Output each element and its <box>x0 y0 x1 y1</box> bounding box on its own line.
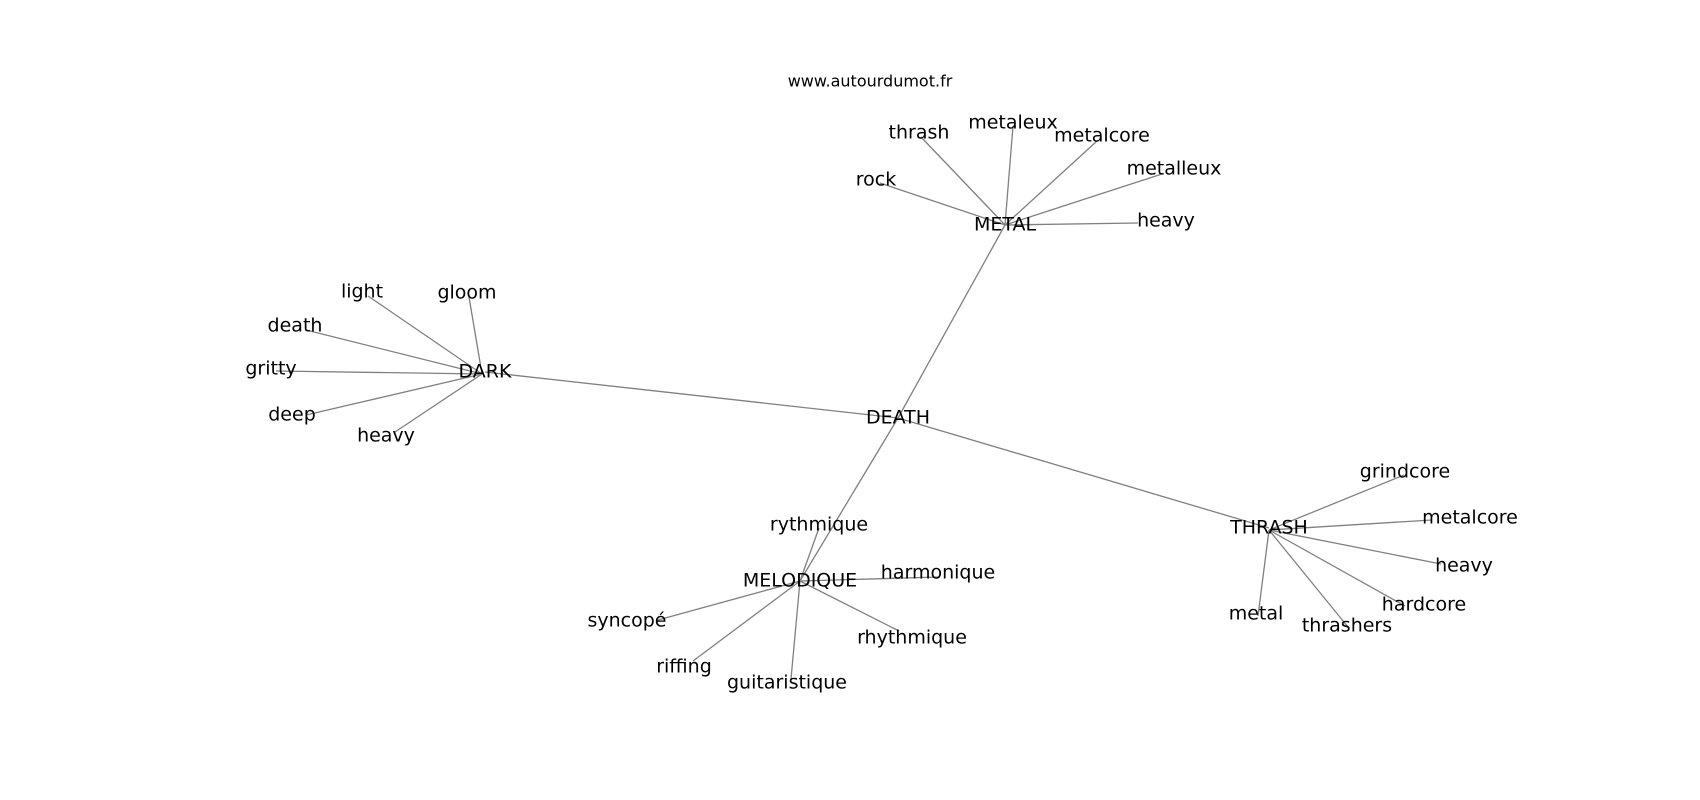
node-word: rhythmique <box>857 627 967 649</box>
node-word: riffing <box>656 656 712 678</box>
edge-hub-word <box>1268 474 1405 531</box>
node-word: deep <box>268 404 316 426</box>
edge-hub-word <box>1268 529 1349 628</box>
node-hub: METAL <box>974 214 1037 236</box>
node-word: metalleux <box>1127 158 1222 180</box>
edge-hub-word <box>1268 519 1433 531</box>
edge-hub-word <box>367 295 483 375</box>
node-word: light <box>341 281 383 303</box>
node-word: metalcore <box>1422 507 1518 529</box>
edge-hub-word <box>1004 140 1098 226</box>
edge-hub-word <box>799 580 900 632</box>
edge-center-hub <box>897 417 1270 529</box>
edge-center-hub <box>484 371 899 419</box>
node-hub: DARK <box>459 361 512 383</box>
node-word: heavy <box>1137 210 1195 232</box>
edge-center-hub <box>799 417 899 582</box>
node-word: thrashers <box>1302 615 1392 637</box>
edge-hub-word <box>275 370 483 375</box>
node-word: gloom <box>437 282 496 304</box>
node-word: guitaristique <box>727 672 847 694</box>
edge-hub-word <box>799 576 941 582</box>
node-word: metalcore <box>1054 125 1150 147</box>
edge-hub-word <box>394 373 483 433</box>
edge-hub-word <box>1257 529 1270 617</box>
node-word: grindcore <box>1360 461 1450 483</box>
node-word: metal <box>1229 603 1284 625</box>
node-word: metaleux <box>968 112 1058 134</box>
node-word: heavy <box>357 425 415 447</box>
edge-hub-word <box>799 527 820 582</box>
node-word: death <box>268 315 323 337</box>
edge-hub-word <box>879 182 1006 226</box>
edge-hub-word <box>305 373 483 416</box>
edge-hub-word <box>1004 125 1014 226</box>
edge-hub-word <box>305 329 483 375</box>
edge-hub-word <box>1004 173 1163 226</box>
node-hub: THRASH <box>1229 517 1308 539</box>
edge-hub-word <box>1268 529 1406 607</box>
node-layer: DEATH METAL rock thrash metaleux metalco… <box>245 112 1518 694</box>
node-word: thrash <box>889 122 950 144</box>
edge-layer <box>275 125 1442 680</box>
node-word: heavy <box>1435 555 1493 577</box>
node-word: hardcore <box>1382 594 1466 616</box>
node-hub: MELODIQUE <box>743 570 857 592</box>
edge-hub-word <box>657 580 801 621</box>
node-center: DEATH <box>866 407 930 429</box>
edge-hub-word <box>468 296 483 375</box>
edge-hub-word <box>790 580 801 680</box>
edge-hub-word <box>1268 529 1442 565</box>
node-word: rythmique <box>770 514 868 536</box>
edge-hub-word <box>920 136 1006 226</box>
node-word: harmonique <box>881 562 995 584</box>
edge-hub-word <box>1004 222 1139 226</box>
source-label: www.autourdumot.fr <box>788 72 953 91</box>
node-word: syncopé <box>587 610 666 632</box>
node-word: gritty <box>245 358 296 380</box>
edge-center-hub <box>897 224 1006 419</box>
edge-hub-word <box>692 580 801 662</box>
node-word: rock <box>856 169 896 191</box>
